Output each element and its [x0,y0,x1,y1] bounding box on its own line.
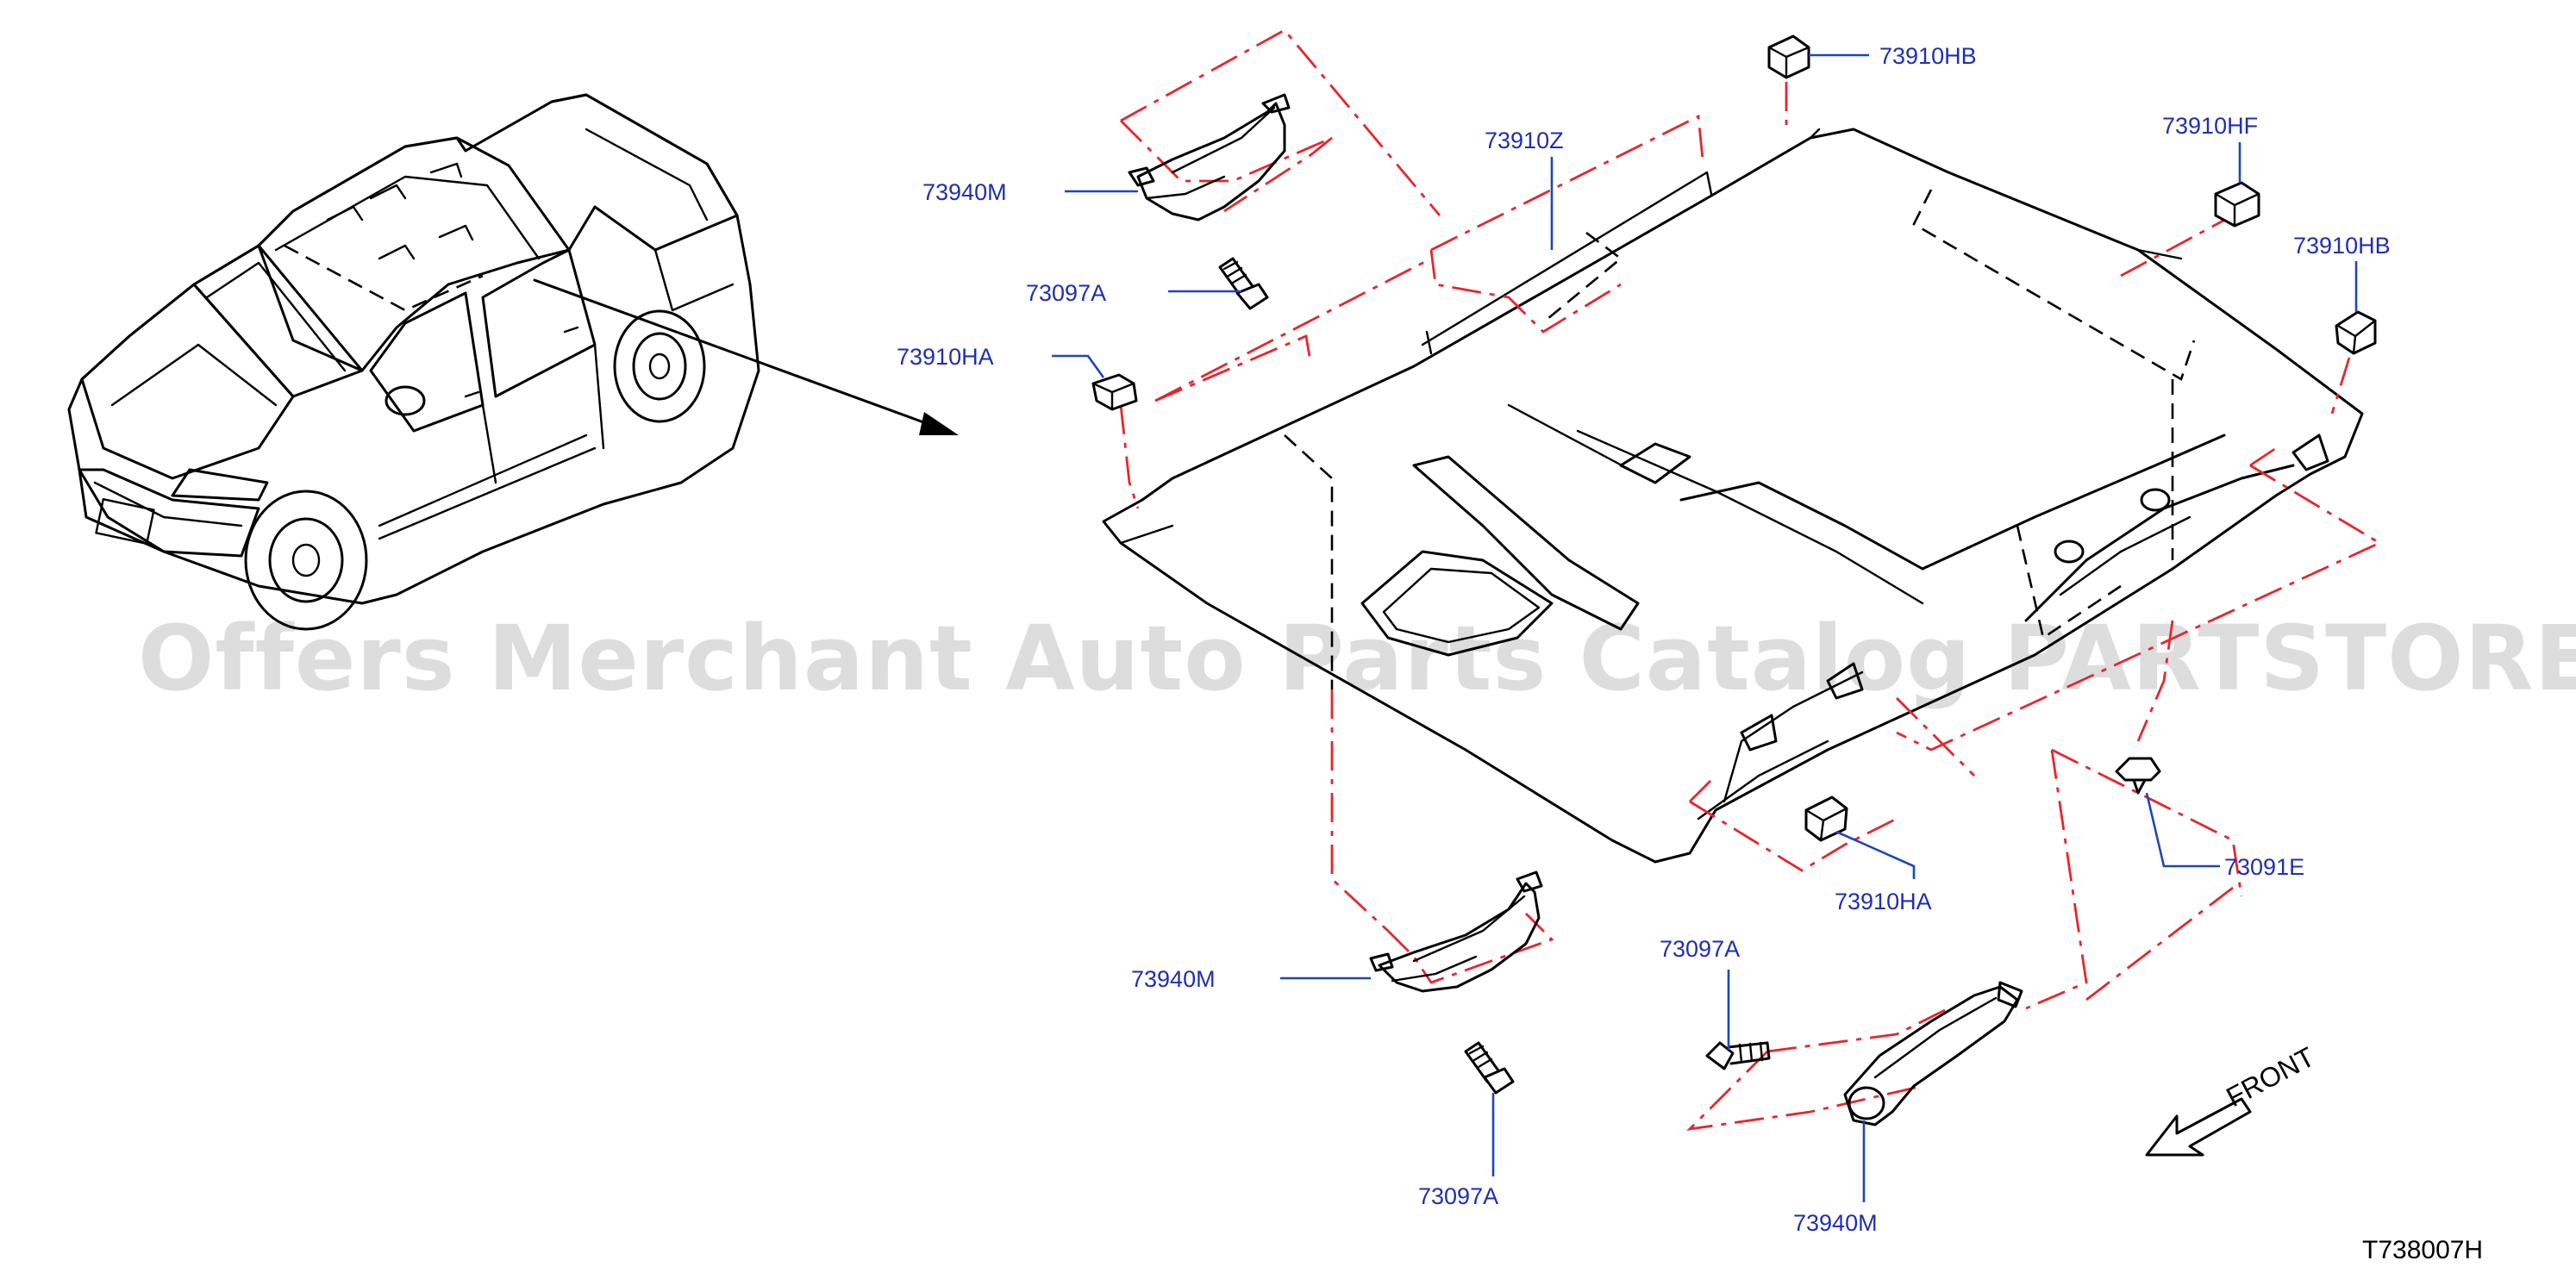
push-clip-73091e [2115,757,2161,795]
callout-73910hb-top[interactable]: 73910HB [1879,43,1977,69]
grip-handle-bottom [1843,981,2023,1126]
callout-73097a-top[interactable]: 73097A [1026,280,1106,306]
diagram-code: T738007H [2362,1236,2483,1264]
pointer-arrow [533,278,959,435]
vehicle-illustration [67,93,760,631]
clip-73910hb-right [2335,310,2377,355]
clip-73910hf [2214,181,2260,228]
screw-top [1218,257,1269,310]
screw-middle [1705,1041,1771,1070]
callout-73091e[interactable]: 73091E [2224,854,2304,880]
red-location-lines [1119,28,2382,1131]
callout-73940m-middle[interactable]: 73940M [1131,966,1216,992]
front-label: FRONT [2221,1041,2319,1114]
callout-73910hb-right[interactable]: 73910HB [2293,233,2391,259]
grip-handle-middle [1369,870,1543,993]
black-dashed-guides [1284,189,2196,689]
headlining-assembly [1102,128,2364,864]
callout-73910ha-left[interactable]: 73910HA [897,344,994,370]
clip-73910ha-left [1091,373,1138,411]
callout-leaders [1052,53,2358,1202]
clip-73910ha-bottom [1804,795,1848,842]
callout-73097a-middle[interactable]: 73097A [1660,936,1740,962]
screw-bottom [1464,1041,1515,1095]
callout-73910z[interactable]: 73910Z [1485,128,1564,153]
callout-73940m-bottom[interactable]: 73940M [1793,1210,1878,1236]
callout-73940m-top[interactable]: 73940M [922,179,1007,205]
grip-handle-top [1128,93,1291,221]
callout-73910ha-bottom[interactable]: 73910HA [1835,889,1932,914]
watermark-text: Offers Merchant Auto Parts Catalog PARTS… [138,606,2576,711]
front-direction-arrow-icon [2145,1097,2252,1157]
callout-73910hf[interactable]: 73910HF [2162,113,2258,139]
callout-73097a-bottom[interactable]: 73097A [1418,1183,1498,1209]
clip-73910hb-top [1767,34,1810,79]
